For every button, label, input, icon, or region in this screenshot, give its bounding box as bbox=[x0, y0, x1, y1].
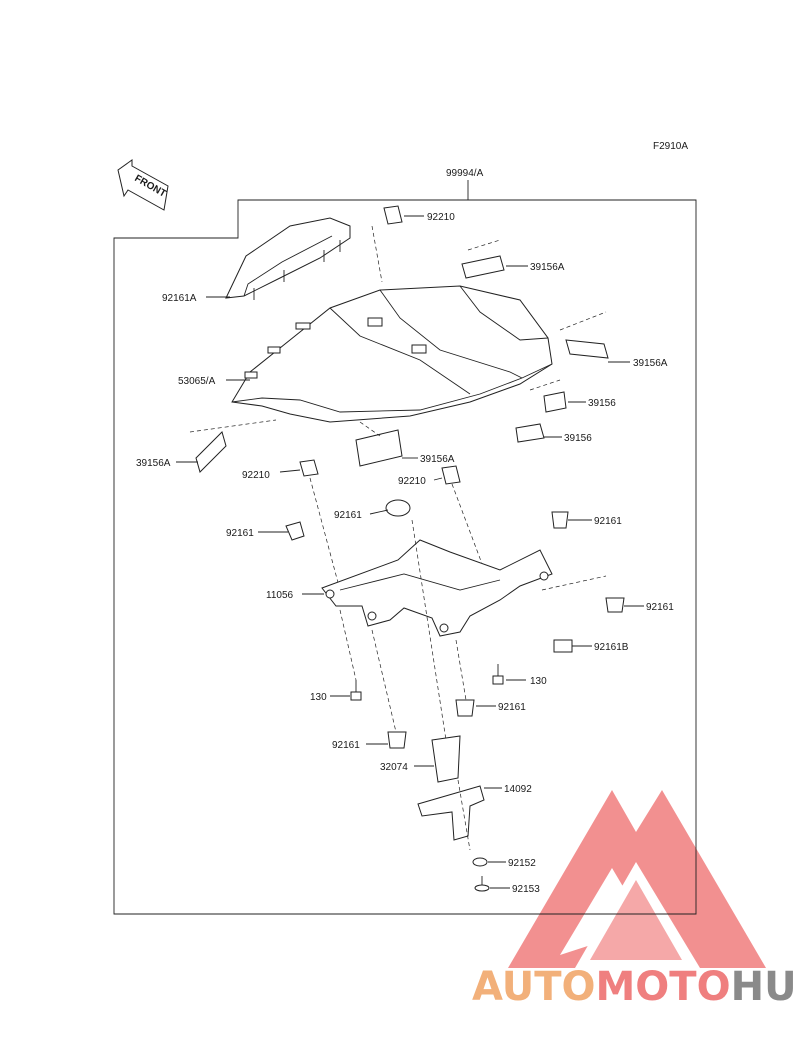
clip-92210-top bbox=[383, 205, 403, 225]
damper-92161-left bbox=[285, 521, 305, 541]
pad-39156a-center bbox=[355, 429, 403, 467]
part-39156a-center: 39156A bbox=[420, 454, 455, 465]
part-92210-top: 92210 bbox=[427, 212, 455, 223]
damper-92161b bbox=[553, 639, 573, 653]
part-92161-center: 92161 bbox=[334, 510, 362, 521]
figure-code: F2910A bbox=[653, 141, 688, 152]
part-92210-center: 92210 bbox=[398, 476, 426, 487]
part-92152: 92152 bbox=[508, 858, 536, 869]
pad-39156-a bbox=[543, 391, 567, 413]
nut-92152 bbox=[472, 857, 488, 867]
bolt-130-left bbox=[350, 680, 362, 701]
part-92161-low: 92161 bbox=[332, 740, 360, 751]
part-53065a: 53065/A bbox=[178, 376, 216, 387]
watermark-logo bbox=[508, 790, 766, 968]
part-99994a: 99994/A bbox=[446, 168, 484, 179]
watermark-text: AUTOMOTOHUB bbox=[472, 964, 800, 1010]
part-92161b: 92161B bbox=[594, 642, 629, 653]
part-92161a: 92161A bbox=[162, 293, 197, 304]
clip-92210-center bbox=[441, 465, 461, 485]
bolt-92153 bbox=[474, 876, 490, 892]
part-39156a-top: 39156A bbox=[530, 262, 565, 273]
damper-92161-center bbox=[385, 499, 411, 517]
kit-outline bbox=[113, 199, 697, 915]
front-arrow-icon: FRONT bbox=[117, 159, 169, 211]
part-39156-a: 39156 bbox=[588, 398, 616, 409]
damper-92161-right-top bbox=[551, 511, 569, 529]
part-92161-mid: 92161 bbox=[498, 702, 526, 713]
part-92153: 92153 bbox=[512, 884, 540, 895]
part-39156-b: 39156 bbox=[564, 433, 592, 444]
pad-39156a-right bbox=[565, 339, 609, 359]
pad-39156a-left bbox=[195, 431, 227, 473]
part-92210-left: 92210 bbox=[242, 470, 270, 481]
damper-92161-mid bbox=[455, 699, 475, 717]
part-92161-left: 92161 bbox=[226, 528, 254, 539]
part-130-left: 130 bbox=[310, 692, 327, 703]
part-39156a-left: 39156A bbox=[136, 458, 171, 469]
part-32074: 32074 bbox=[380, 762, 408, 773]
damper-92161-right bbox=[605, 597, 625, 613]
part-14092: 14092 bbox=[504, 784, 532, 795]
part-92161-right: 92161 bbox=[646, 602, 674, 613]
part-92161-right-top: 92161 bbox=[594, 516, 622, 527]
bracket-11056 bbox=[321, 539, 553, 637]
part-39156a-right: 39156A bbox=[633, 358, 668, 369]
damper-92161-low bbox=[387, 731, 407, 749]
seat-cover bbox=[231, 285, 553, 423]
bolt-130-right bbox=[492, 664, 504, 685]
pad-39156a-top bbox=[461, 255, 505, 279]
plate-32074 bbox=[431, 735, 461, 783]
part-130-right: 130 bbox=[530, 676, 547, 687]
clip-92210-left bbox=[299, 459, 319, 477]
pad-39156-b bbox=[515, 423, 545, 443]
part-11056: 11056 bbox=[266, 590, 294, 601]
seat-cowl-small bbox=[225, 217, 351, 300]
holder-14092 bbox=[417, 785, 485, 841]
